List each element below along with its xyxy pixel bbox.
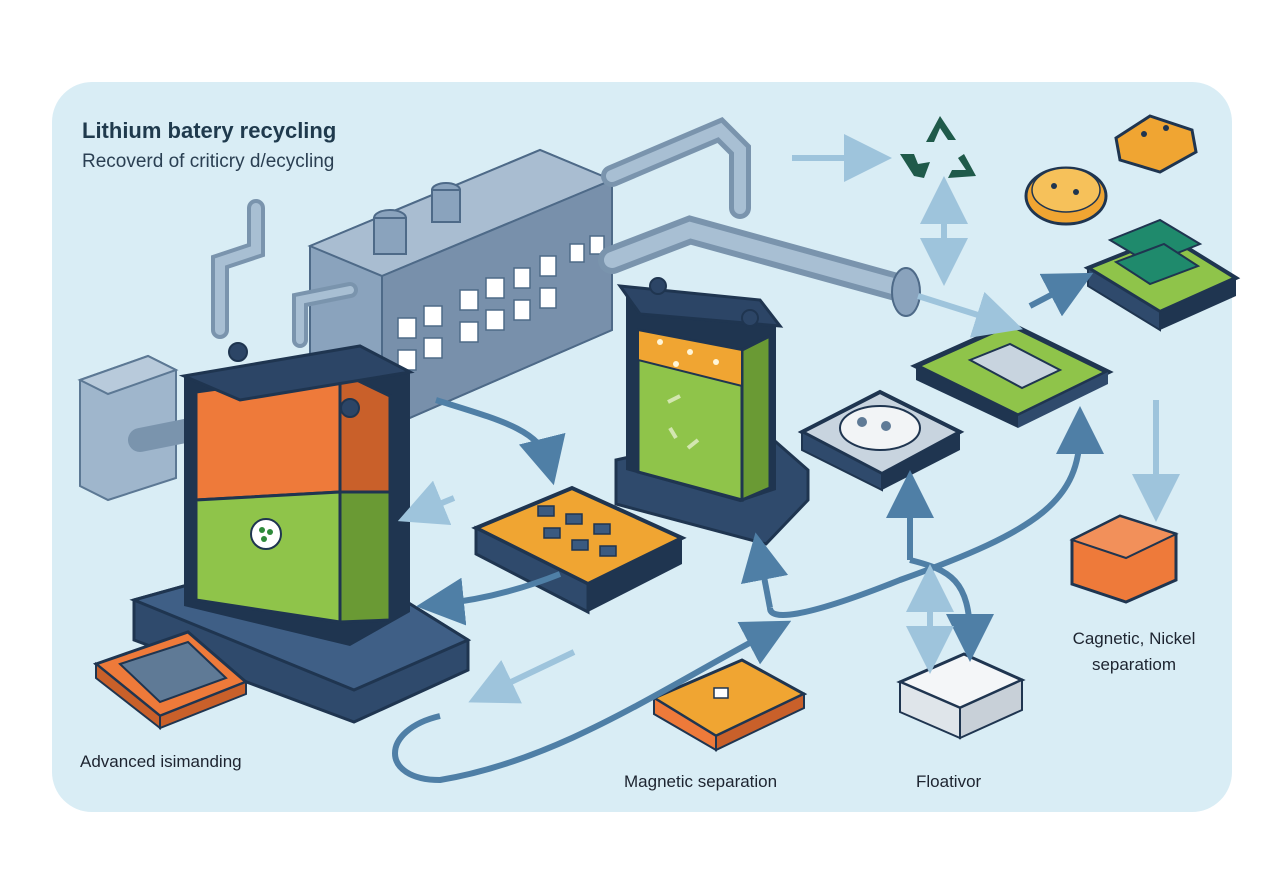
crusher-tray <box>797 389 965 492</box>
label-flotation: Floativor <box>916 772 982 791</box>
diagram-subtitle: Recoverd of criticry d/ecycling <box>82 151 335 172</box>
label-nickel-line1: Cagnetic, Nickel <box>1072 629 1196 648</box>
gold-disc <box>1024 166 1108 226</box>
left-box <box>77 354 179 502</box>
battery-shredder <box>129 342 472 724</box>
electrode-tray <box>92 630 249 731</box>
cells-tray <box>1083 218 1241 332</box>
green-sheet-tray <box>910 321 1114 428</box>
label-nickel-line2: separatiom <box>1091 655 1177 674</box>
leaching-tank <box>614 277 810 546</box>
black-mass-tray <box>471 485 687 615</box>
label-dismantling: Advanced isimanding <box>80 752 242 771</box>
diagram-title: Lithium batery recycling <box>82 118 337 143</box>
label-nickel-separation: Cagnetic, Nickel separatiom <box>1054 626 1214 678</box>
pipe-outlet <box>891 267 921 317</box>
gold-nugget <box>1114 114 1198 174</box>
recycle-icon <box>900 116 976 178</box>
pipes <box>128 116 914 452</box>
flow-arrows <box>392 134 1180 784</box>
orange-block <box>1069 514 1179 604</box>
label-magnetic-separation: Magnetic separation <box>624 772 778 791</box>
orange-chip-block <box>650 658 808 752</box>
white-block <box>896 652 1026 740</box>
